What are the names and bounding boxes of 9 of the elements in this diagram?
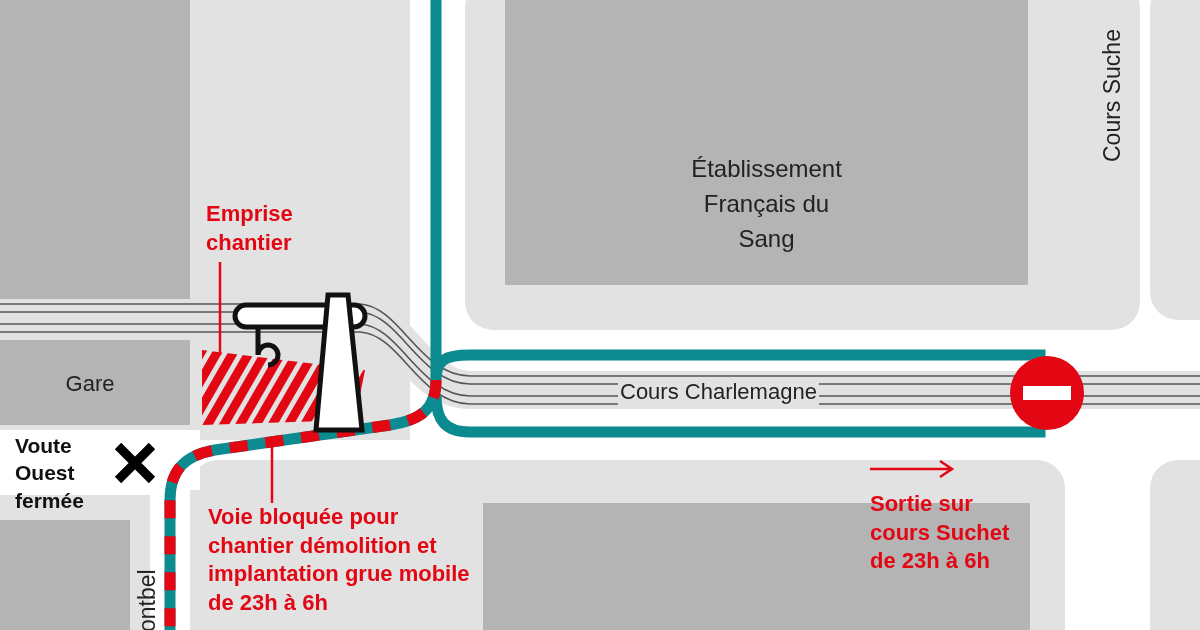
leader-line [218,262,222,355]
place-name: Gare [64,370,116,398]
callout-text: Voie bloquée pour chantier démolition et implantation grue mobile de 23h à 6h [208,503,476,618]
street-name: Cours Suche [1098,29,1126,162]
callout-text: Emprise chantier [206,200,336,258]
building-block [0,340,190,425]
closure-note: Voute Ouest fermée [15,433,85,514]
callout-text: Sortie sur cours Suchet de 23h à 6h [870,490,1011,576]
place-name: Établissement Français du Sang [690,154,843,254]
